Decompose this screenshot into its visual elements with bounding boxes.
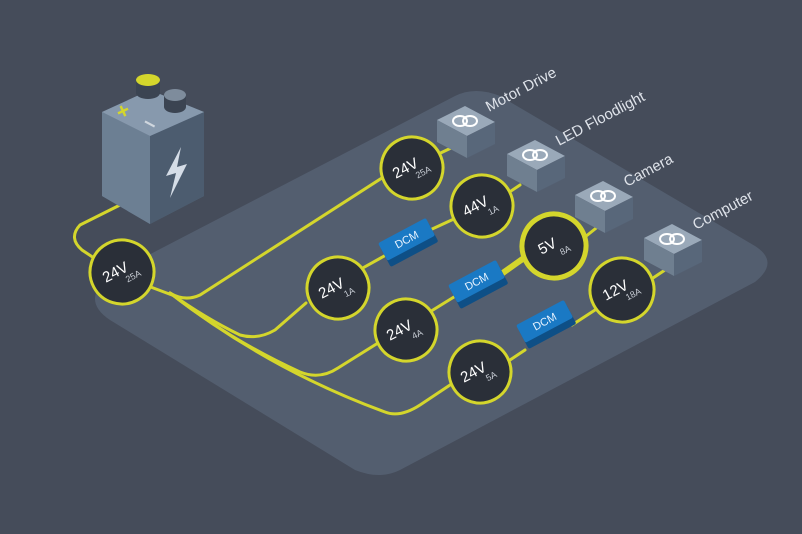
device-label: Motor Drive xyxy=(483,64,559,115)
node-voltage: 5V xyxy=(535,235,559,259)
node-current: 8A xyxy=(558,243,572,257)
dcm-module-camera: DCM xyxy=(448,260,508,309)
wire-computer xyxy=(168,266,670,416)
battery: + – xyxy=(102,74,204,224)
device-label: Computer xyxy=(690,188,756,234)
dcm-module-led: DCM xyxy=(378,218,438,267)
wire-led xyxy=(168,183,522,339)
node-current: 4A xyxy=(410,327,424,341)
node-led-24v: 24V 1A xyxy=(305,255,371,321)
dcm-module-computer: DCM xyxy=(516,300,576,349)
power-connector-icon xyxy=(659,233,685,245)
power-connector-icon xyxy=(590,190,616,202)
node-camera-5v: 5V 8A xyxy=(519,211,589,281)
node-led-44v: 44V 1A xyxy=(449,173,515,239)
node-computer-12v: 12V 18A xyxy=(588,256,656,324)
node-camera-24v: 24V 4A xyxy=(373,297,439,363)
node-current: 1A xyxy=(486,203,500,217)
power-connector-icon xyxy=(452,115,478,127)
node-computer-24v: 24V 5A xyxy=(447,339,513,405)
lightning-bolt-icon xyxy=(166,147,187,198)
device-label: LED Floodlight xyxy=(553,88,649,150)
power-connector-icon xyxy=(522,149,548,161)
node-current: 5A xyxy=(484,369,498,383)
node-motor-24v: 24V 25A xyxy=(379,135,445,201)
wire-camera xyxy=(168,223,602,377)
wire-battery-feed xyxy=(73,202,124,264)
node-current: 1A xyxy=(342,285,356,299)
main-node: 24V 25A xyxy=(88,238,156,306)
